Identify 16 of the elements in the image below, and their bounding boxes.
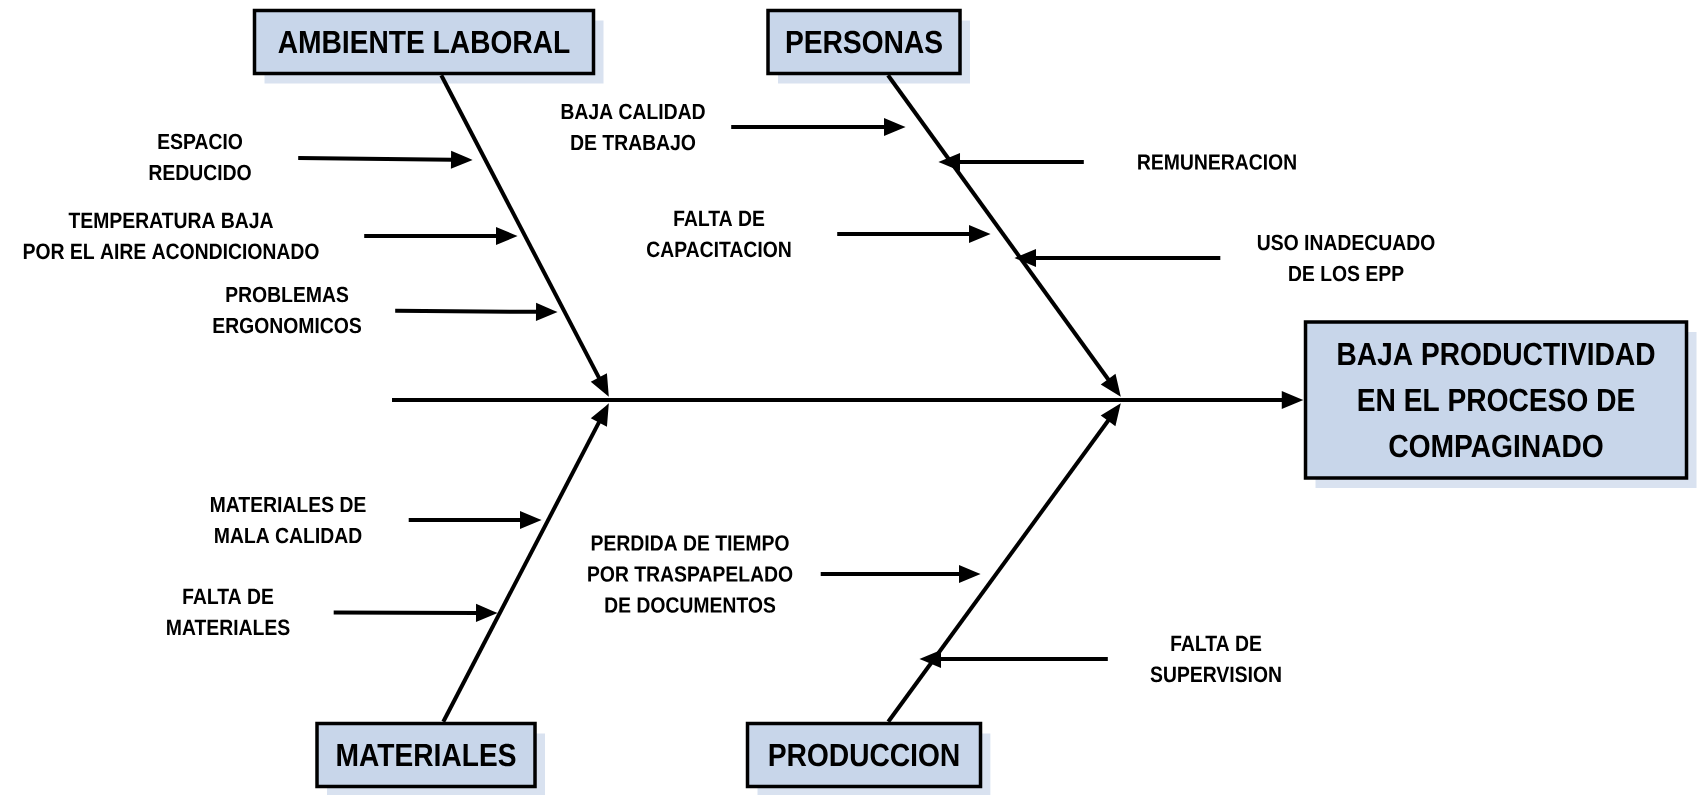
category-box: PRODUCCION: [745, 721, 991, 795]
cause-label: PROBLEMAS ERGONOMICOS: [213, 286, 361, 334]
cause-label: PERDIDA DE TIEMPO POR TRASPAPELADO DE DOCUMENTOS: [588, 535, 793, 613]
cause-label: REMUNERACION: [1138, 154, 1296, 170]
cause-label: FALTA DE SUPERVISION: [1150, 635, 1281, 683]
cause-label: FALTA DE MATERIALES: [167, 588, 290, 636]
cause-label: USO INADECUADO DE LOS EPP: [1257, 234, 1435, 282]
cause-label: ESPACIO REDUCIDO: [149, 133, 251, 181]
category-box: MATERIALES: [315, 721, 545, 795]
category-box: AMBIENTE LABORAL: [252, 8, 604, 84]
category-box: PERSONAS: [766, 8, 970, 84]
cause-label: TEMPERATURA BAJA POR EL AIRE ACONDICIONADO: [23, 212, 319, 260]
cause-label: FALTA DE CAPACITACION: [647, 210, 791, 258]
category-box: BAJA PRODUCTIVIDAD EN EL PROCESO DE COMPAGINADO: [1303, 320, 1697, 488]
cause-label: BAJA CALIDAD DE TRABAJO: [561, 103, 705, 151]
cause-label: MATERIALES DE MALA CALIDAD: [210, 496, 366, 544]
